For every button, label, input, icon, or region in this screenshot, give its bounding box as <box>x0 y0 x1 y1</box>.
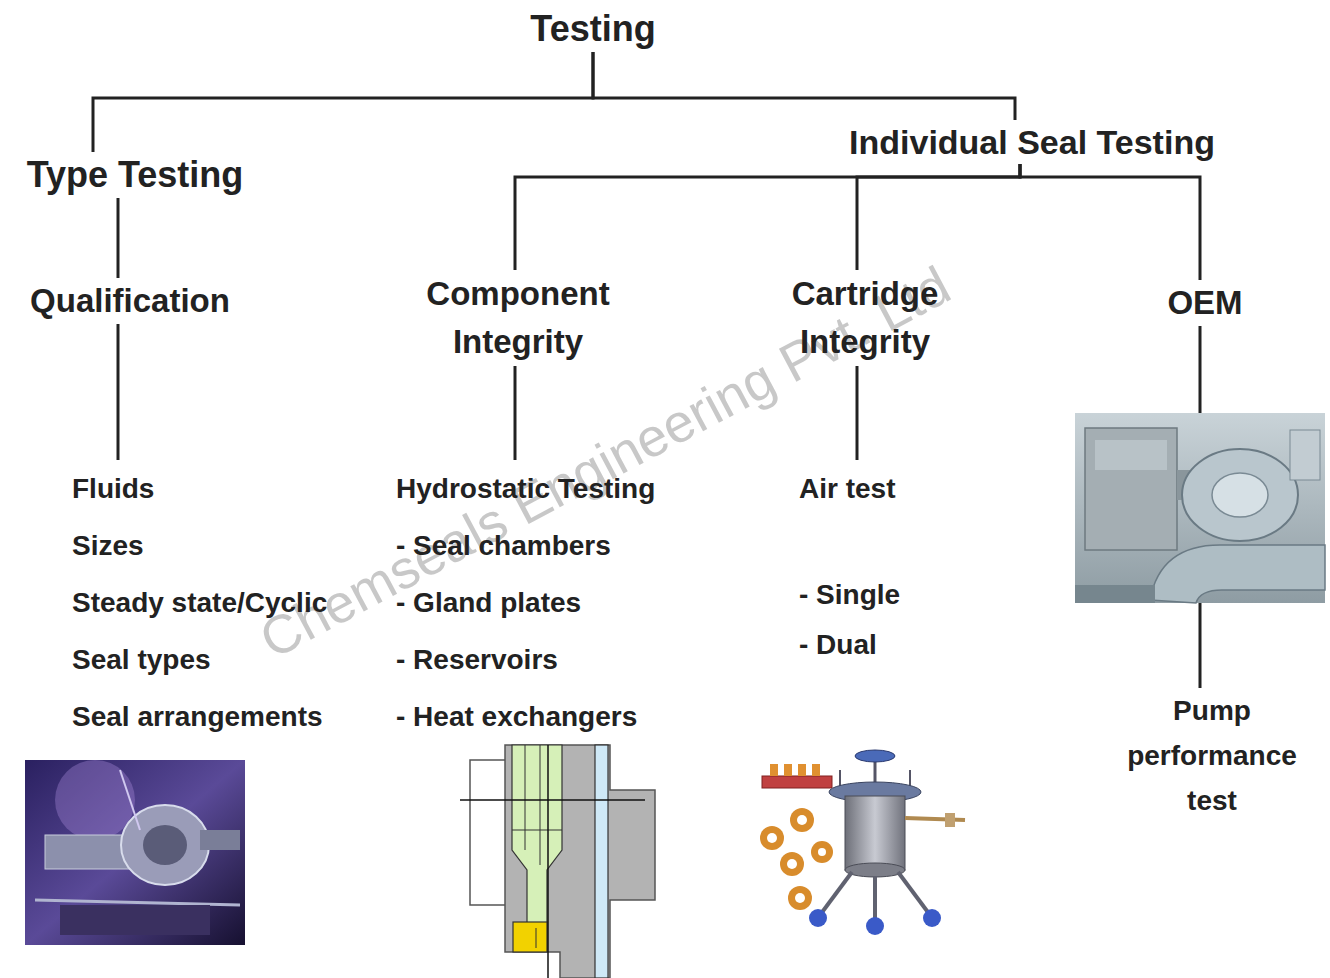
node-text: - Single <box>799 570 991 620</box>
seal-cross-section <box>460 745 655 978</box>
node-text: Testing <box>530 6 655 52</box>
node-text: Component Integrity <box>397 270 639 366</box>
category-heading: Qualification <box>26 278 234 324</box>
node-text: Air test <box>799 460 991 517</box>
test-label: Pump performance test <box>1102 688 1322 823</box>
tree-connector <box>93 52 593 152</box>
root-heading: Testing <box>526 6 659 52</box>
category-heading: OEM <box>1163 280 1246 326</box>
tree-connector <box>514 366 517 460</box>
node-text: - Seal chambers <box>396 517 718 574</box>
node-text: Pump performance test <box>1106 688 1318 823</box>
node-text: - Heat exchangers <box>396 688 718 745</box>
tree-connector <box>515 164 1020 270</box>
test-rig-photo <box>25 760 245 945</box>
tree-connector <box>1020 164 1200 280</box>
tree-connector <box>117 324 120 460</box>
item-list: Hydrostatic Testing- Seal chambers- Glan… <box>392 460 722 745</box>
node-text: OEM <box>1167 280 1242 326</box>
item-list: Air test - Single- Dual <box>795 460 995 670</box>
category-heading: Cartridge Integrity <box>760 270 970 366</box>
item-list: FluidsSizesSteady state/CyclicSeal types… <box>68 460 390 745</box>
node-text: Steady state/Cyclic <box>72 574 386 631</box>
node-text: Individual Seal Testing <box>849 120 1215 164</box>
tree-connector <box>593 52 1015 120</box>
node-text: Cartridge Integrity <box>764 270 966 366</box>
node-text: Seal types <box>72 631 386 688</box>
node-text: - Reservoirs <box>396 631 718 688</box>
pump-photo <box>1075 413 1325 603</box>
node-text: - Dual <box>799 620 991 670</box>
node-text: Seal arrangements <box>72 688 386 745</box>
tree-connector <box>117 198 120 278</box>
node-text: Qualification <box>30 278 230 324</box>
node-text: Sizes <box>72 517 386 574</box>
node-text: Type Testing <box>27 152 244 198</box>
node-text: Hydrostatic Testing <box>396 460 718 517</box>
tree-connector <box>857 164 1020 270</box>
branch-heading: Type Testing <box>23 152 248 198</box>
cartridge-test-rig <box>760 750 965 935</box>
node-text: - Gland plates <box>396 574 718 631</box>
node-text: Fluids <box>72 460 386 517</box>
branch-heading: Individual Seal Testing <box>845 120 1219 164</box>
category-heading: Component Integrity <box>393 270 643 366</box>
tree-connector <box>856 366 859 460</box>
